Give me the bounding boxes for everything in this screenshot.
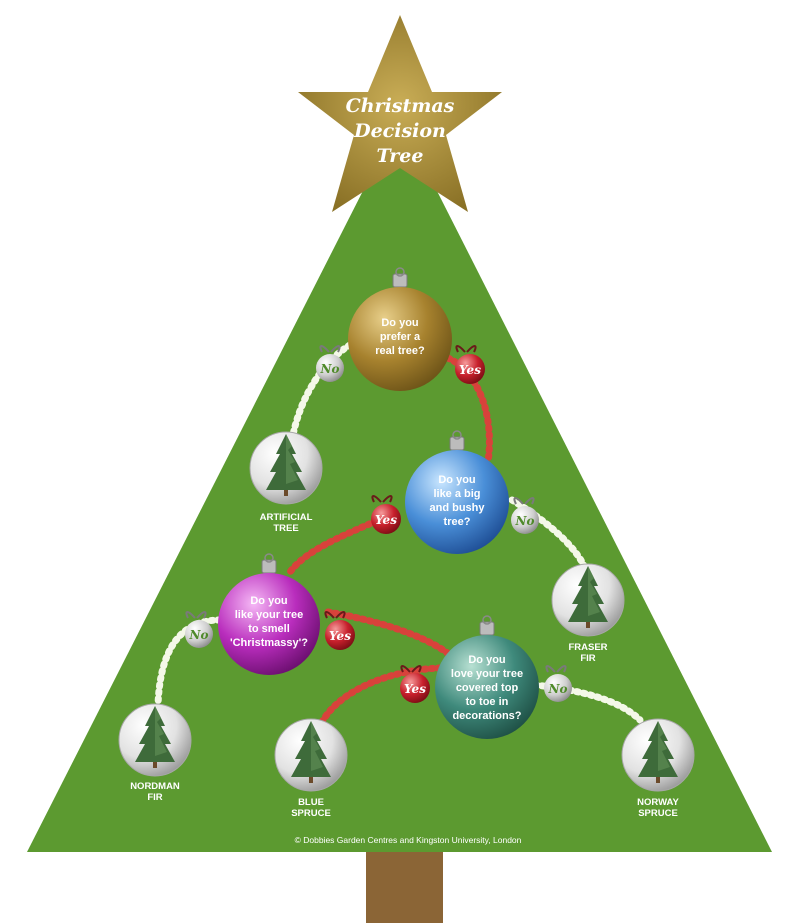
result-artificial-line-1: ARTIFICIAL (260, 512, 313, 523)
question-3-line-2: like your tree (235, 609, 303, 621)
answer-tag-q4-no[interactable]: No (544, 665, 572, 702)
question-4-line-2: love your tree (451, 668, 523, 680)
tree-body (27, 118, 772, 852)
answer-tag-q1-yes[interactable]: Yes (455, 345, 485, 384)
answer-yes-label: Yes (375, 513, 397, 527)
question-4-line-5: decorations? (452, 710, 521, 722)
title-line-3: Tree (377, 145, 424, 167)
result-blue-line-2: SPRUCE (291, 808, 331, 819)
question-3-line-4: 'Christmassy'? (230, 637, 308, 649)
title-line-2: Decision (353, 120, 446, 142)
question-ornament-2[interactable]: Do you like a big and bushy tree? (405, 430, 509, 554)
question-1-line-2: prefer a (380, 331, 421, 343)
answer-no-label: No (515, 514, 535, 528)
result-fraser-line-2: FIR (580, 653, 595, 664)
result-norway-line-1: NORWAY (637, 797, 679, 808)
title-line-1: Christmas (346, 95, 455, 117)
question-ornament-4[interactable]: Do you love your tree covered top to toe… (435, 615, 539, 739)
result-artificial-tree[interactable]: ARTIFICIAL TREE (249, 431, 323, 534)
question-ornament-1[interactable]: Do you prefer a real tree? (348, 267, 452, 391)
answer-tag-q1-no[interactable]: No (316, 345, 344, 382)
result-norway-line-2: SPRUCE (638, 808, 678, 819)
answer-yes-label: Yes (459, 363, 481, 377)
result-nordman-line-1: NORDMAN (130, 781, 180, 792)
answer-tag-q3-no[interactable]: No (185, 611, 213, 648)
result-nordman-line-2: FIR (147, 792, 162, 803)
answer-no-label: No (548, 682, 568, 696)
question-4-line-3: covered top (456, 682, 519, 694)
answer-tag-q4-yes[interactable]: Yes (400, 665, 430, 703)
question-1-line-1: Do you (381, 317, 418, 329)
result-fraser-fir[interactable]: FRASER FIR (551, 563, 625, 664)
answer-no-label: No (320, 362, 340, 376)
answer-no-label: No (189, 628, 209, 642)
question-3-line-3: to smell (248, 623, 290, 635)
question-2-line-4: tree? (444, 516, 471, 528)
question-2-line-3: and bushy (429, 502, 485, 514)
answer-tag-q3-yes[interactable]: Yes (324, 611, 355, 650)
question-2-line-1: Do you (438, 474, 475, 486)
question-4-line-4: to toe in (466, 696, 509, 708)
result-blue-line-1: BLUE (298, 797, 324, 808)
result-norway-spruce[interactable]: NORWAY SPRUCE (621, 718, 695, 819)
question-3-line-1: Do you (250, 595, 287, 607)
strand-q3-no (154, 616, 224, 709)
copyright-credit: © Dobbies Garden Centres and Kingston Un… (295, 835, 522, 845)
answer-tag-q2-yes[interactable]: Yes (371, 495, 401, 534)
answer-yes-label: Yes (329, 629, 351, 643)
strand-q1-no (288, 341, 354, 444)
title-star: Christmas Decision Tree (298, 15, 502, 212)
result-fraser-line-1: FRASER (568, 642, 607, 653)
result-artificial-line-2: TREE (273, 523, 298, 534)
answer-yes-label: Yes (404, 682, 426, 696)
result-blue-spruce[interactable]: BLUE SPRUCE (274, 718, 348, 819)
result-nordman-fir[interactable]: NORDMAN FIR (118, 703, 192, 803)
strand-q4-yes (318, 664, 444, 726)
question-2-line-2: like a big (433, 488, 480, 500)
question-1-line-3: real tree? (375, 345, 425, 357)
tree-trunk (366, 848, 443, 923)
question-4-line-1: Do you (468, 654, 505, 666)
question-ornament-3[interactable]: Do you like your tree to smell 'Christma… (218, 553, 320, 675)
answer-tag-q2-no[interactable]: No (511, 497, 539, 534)
